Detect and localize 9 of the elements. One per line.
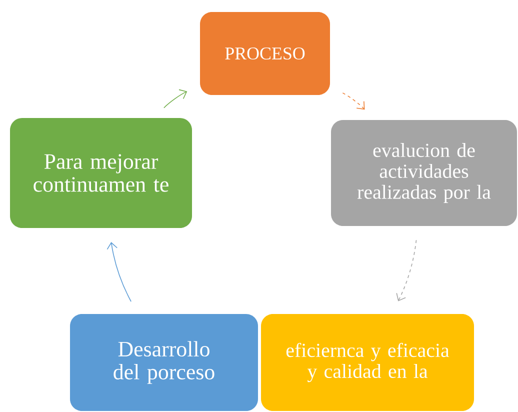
process-box: PROCESO	[200, 12, 330, 95]
process-box: Desarrollo del porceso	[70, 314, 258, 411]
process-box: eficiernca y eficacia y calidad en la	[261, 314, 474, 411]
arrow	[396, 240, 417, 302]
arrow	[106, 242, 132, 302]
process-box: evalucion de actividades realizadas por la	[331, 120, 517, 226]
arrow	[164, 89, 188, 108]
process-box: Para mejorar continuamen te	[10, 118, 192, 228]
arrow	[342, 92, 365, 110]
